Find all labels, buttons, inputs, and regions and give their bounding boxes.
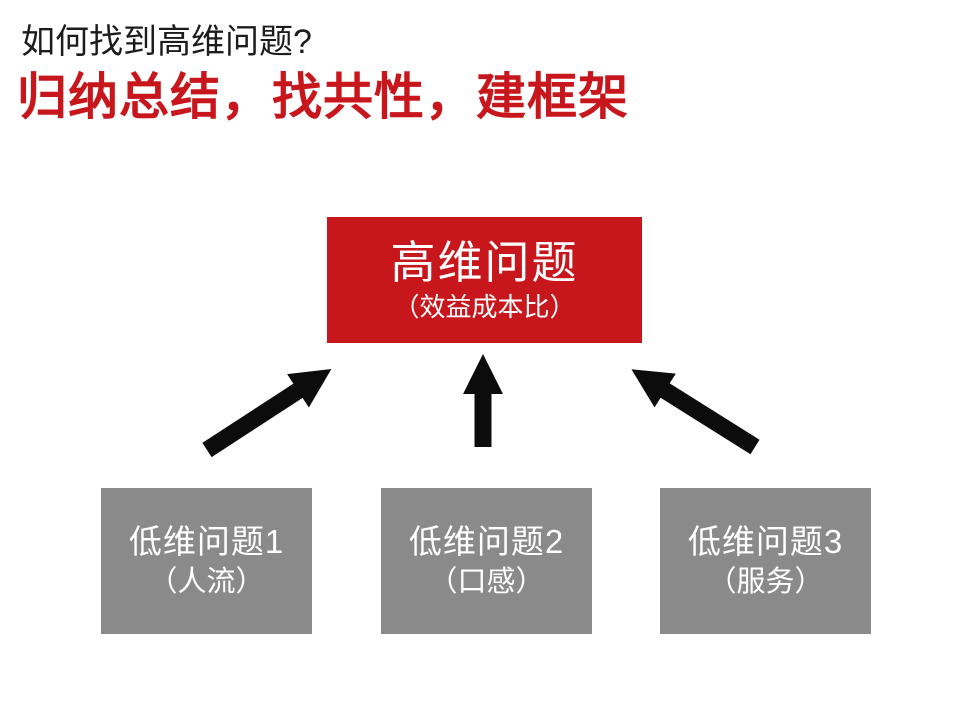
slide-title: 如何找到高维问题? xyxy=(21,23,312,61)
high-dimension-box: 高维问题 （效益成本比） xyxy=(327,217,642,343)
low-dimension-box-3-sublabel: （服务） xyxy=(707,565,824,598)
low-dimension-box-1: 低维问题1 （人流） xyxy=(101,488,312,634)
low-dimension-box-1-sublabel: （人流） xyxy=(148,565,265,598)
high-dimension-box-sublabel: （效益成本比） xyxy=(393,292,576,323)
slide-subtitle: 归纳总结，找共性，建框架 xyxy=(17,69,629,125)
up-right-arrow-icon xyxy=(202,369,332,458)
low-dimension-box-2-label: 低维问题2 xyxy=(408,522,565,560)
up-left-arrow-icon xyxy=(631,369,760,455)
low-dimension-box-3: 低维问题3 （服务） xyxy=(660,488,871,634)
high-dimension-box-label: 高维问题 xyxy=(390,236,579,288)
low-dimension-box-2: 低维问题2 （口感） xyxy=(381,488,592,634)
low-dimension-box-1-label: 低维问题1 xyxy=(128,522,285,560)
low-dimension-box-2-sublabel: （口感） xyxy=(428,565,545,598)
low-dimension-box-3-label: 低维问题3 xyxy=(687,522,844,560)
